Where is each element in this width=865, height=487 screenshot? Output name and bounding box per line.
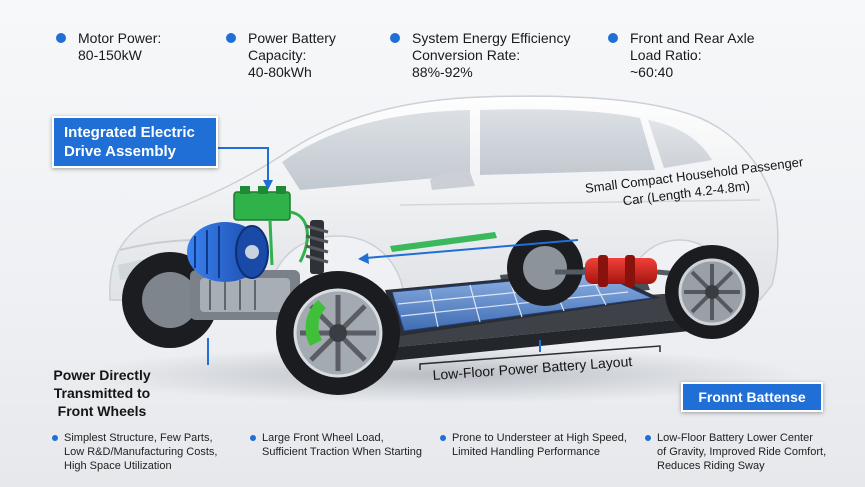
spec-line: Capacity: — [248, 47, 307, 63]
bullet-line: Prone to Understeer at High Speed, — [452, 432, 627, 444]
spec-line: Conversion Rate: — [412, 47, 521, 63]
bullet-line: Limited Handling Performance — [452, 446, 600, 458]
bullet-dot-icon — [52, 435, 58, 441]
spec-line: 80-150kW — [78, 47, 142, 63]
bullet-dot-icon — [390, 33, 400, 43]
bullet-dot-icon — [226, 33, 236, 43]
bullet-line: Large Front Wheel Load, — [262, 432, 384, 444]
bullet-line: Low-Floor Battery Lower Center — [657, 432, 813, 444]
callout-lines — [205, 147, 579, 365]
bullet-dot-icon — [250, 435, 256, 441]
spec-battery-capacity: Power Battery Capacity: 40-80kWh — [226, 30, 336, 81]
bullet-dot-icon — [440, 435, 446, 441]
spec-energy-efficiency: System Energy Efficiency Conversion Rate… — [390, 30, 571, 81]
front-drive-unit — [187, 222, 300, 320]
rear-wheel-left — [507, 230, 583, 306]
car-body — [109, 95, 779, 301]
spec-line: Motor Power: — [78, 30, 162, 46]
front-wheel-right — [276, 271, 400, 395]
spec-line: Power Battery — [248, 30, 336, 46]
bullet-line: Sufficient Traction When Starting — [262, 446, 422, 458]
drive-assembly-label: Integrated Electric Drive Assembly — [52, 116, 218, 168]
spec-line: Front and Rear Axle — [630, 30, 755, 46]
bullet-dot-icon — [56, 33, 66, 43]
spec-motor-power: Motor Power: 80-150kW — [56, 30, 162, 64]
bullet-line: Low R&D/Manufacturing Costs, — [64, 446, 218, 458]
energy-flow-arrow — [390, 232, 497, 252]
spec-line: ~60:40 — [630, 64, 674, 80]
label-line: Drive Assembly — [64, 143, 177, 160]
bullet-dot-icon — [608, 33, 618, 43]
spec-line: 88%-92% — [412, 64, 473, 80]
bullet-dot-icon — [645, 435, 651, 441]
spec-line: System Energy Efficiency — [412, 30, 571, 46]
ground-shadow — [80, 347, 800, 403]
front-battery-label: Fronnt Battense — [681, 382, 823, 412]
arrow-icon — [263, 180, 273, 190]
battery-layout-bracket — [419, 345, 661, 370]
front-suspension — [305, 220, 329, 274]
label-line: Fronnt Battense — [698, 389, 806, 405]
label-line: Front Wheels — [57, 403, 147, 419]
bullet-structure: Simplest Structure, Few Parts, Low R&D/M… — [52, 431, 218, 473]
rear-wheel-right — [665, 245, 759, 339]
spec-line: 40-80kWh — [248, 64, 312, 80]
bullet-line: of Gravity, Improved Ride Comfort, — [657, 446, 827, 458]
label-line: Integrated Electric — [64, 124, 195, 141]
power-front-wheels-label: Power Directly Transmitted to Front Whee… — [48, 366, 156, 420]
bullet-line: Reduces Riding Sway — [657, 460, 765, 472]
spec-axle-load-ratio: Front and Rear Axle Load Ratio: ~60:40 — [608, 30, 755, 81]
bullet-low-floor: Low-Floor Battery Lower Center of Gravit… — [645, 431, 827, 473]
inverter-module — [233, 186, 309, 266]
label-line: Power Directly — [53, 367, 151, 383]
bullet-line: Simplest Structure, Few Parts, — [64, 432, 213, 444]
spec-line: Load Ratio: — [630, 47, 702, 63]
label-line: Transmitted to — [53, 385, 151, 401]
arrow-icon — [358, 253, 369, 264]
bullet-line: High Space Utilization — [64, 460, 172, 472]
bullet-traction: Large Front Wheel Load, Sufficient Tract… — [250, 431, 422, 459]
bullet-understeer: Prone to Understeer at High Speed, Limit… — [440, 431, 627, 459]
